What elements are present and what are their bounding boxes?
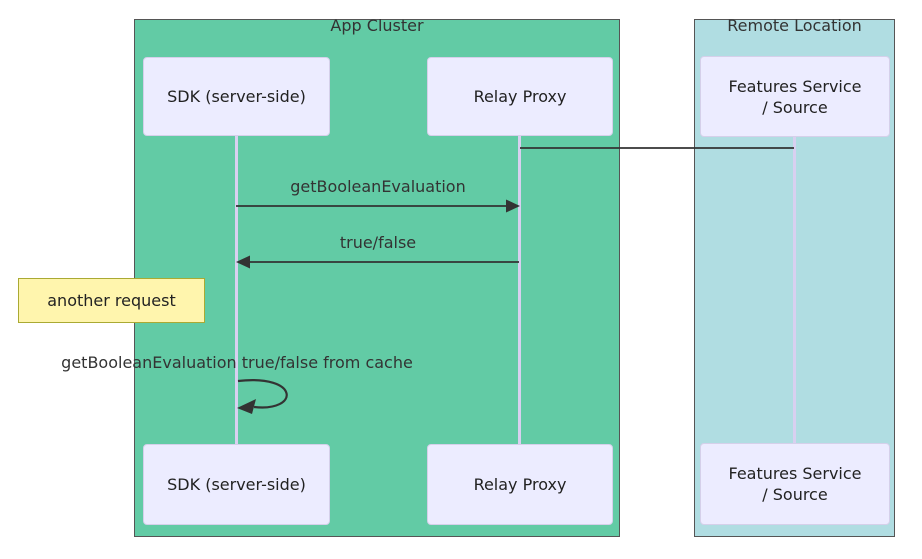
note-another-request: another request [18,278,205,323]
actor-features-service-top: Features Service / Source [700,56,890,137]
actor-sdk-bottom-label: SDK (server-side) [167,475,306,494]
actor-sdk-top-label: SDK (server-side) [167,87,306,106]
actor-relay-proxy-bottom: Relay Proxy [427,444,613,525]
actor-sdk-bottom: SDK (server-side) [143,444,330,525]
message-true-false: true/false [339,233,417,252]
lifeline-features-service [793,136,796,443]
lifeline-relay-proxy [518,135,521,444]
actor-relay-proxy-top: Relay Proxy [427,57,613,136]
cluster-remote-title: Remote Location [727,16,862,35]
lifeline-sdk [235,135,238,444]
actor-features-bottom-label: Features Service / Source [728,464,862,504]
actor-relay-bottom-label: Relay Proxy [473,475,567,494]
actor-features-service-bottom: Features Service / Source [700,443,890,525]
message-get-boolean-evaluation: getBooleanEvaluation [290,177,466,196]
actor-sdk-top: SDK (server-side) [143,57,330,136]
cluster-app-title: App Cluster [330,16,424,35]
actor-relay-top-label: Relay Proxy [473,87,567,106]
actor-features-top-label: Features Service / Source [728,76,862,117]
message-from-cache: getBooleanEvaluation true/false from cac… [61,353,413,372]
note-another-request-label: another request [47,291,176,310]
